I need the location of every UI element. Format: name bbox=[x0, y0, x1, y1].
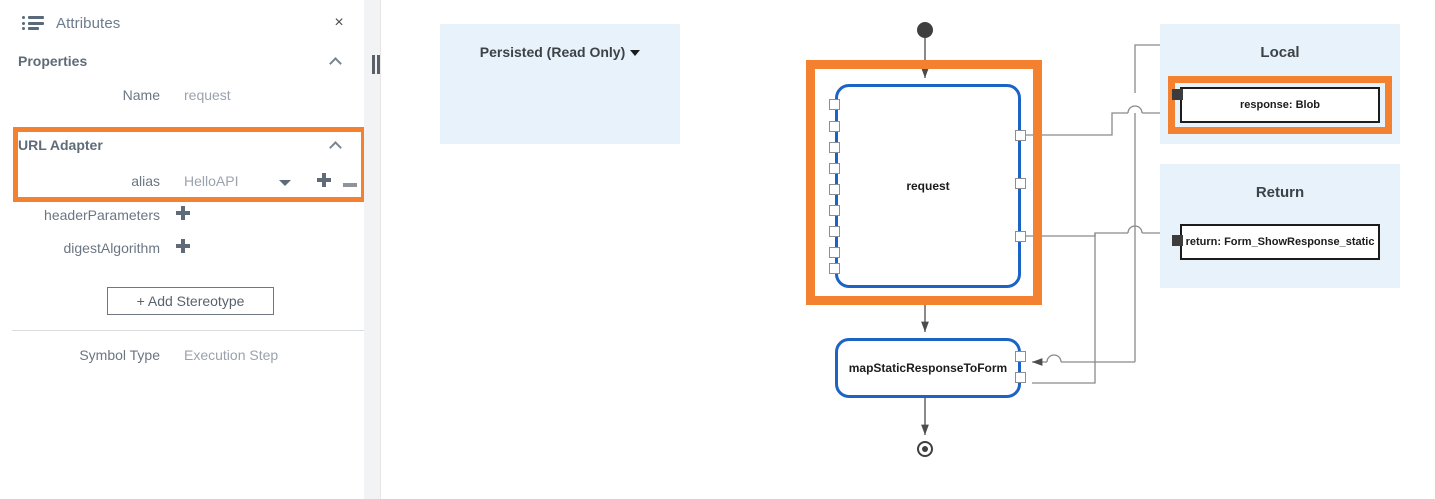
attributes-panel: Attributes × Properties Name request URL… bbox=[0, 0, 381, 499]
persisted-text: Persisted (Read Only) bbox=[479, 44, 626, 60]
port-left-7[interactable] bbox=[829, 226, 840, 237]
caret-down-icon[interactable] bbox=[630, 50, 641, 57]
port-left-5[interactable] bbox=[829, 184, 840, 195]
add-icon[interactable] bbox=[176, 205, 190, 220]
port-right-3[interactable] bbox=[1015, 231, 1026, 242]
persisted-label[interactable]: Persisted (Read Only) bbox=[440, 44, 680, 60]
field-digest-algorithm-label: digestAlgorithm bbox=[63, 240, 161, 256]
variable-response[interactable]: response: Blob bbox=[1180, 87, 1380, 123]
variable-return-label: return: Form_ShowResponse_static bbox=[1185, 236, 1375, 248]
port-left-6[interactable] bbox=[829, 205, 840, 216]
field-alias-value[interactable]: HelloAPI bbox=[184, 173, 239, 189]
field-symbol-type-label: Symbol Type bbox=[79, 347, 160, 363]
port-left-3[interactable] bbox=[829, 142, 840, 153]
field-header-parameters: headerParameters bbox=[0, 201, 364, 229]
chevron-up-icon[interactable] bbox=[330, 57, 342, 65]
add-stereotype-button[interactable]: + Add Stereotype bbox=[107, 287, 274, 315]
field-alias-label: alias bbox=[131, 173, 160, 189]
node-request-label: request bbox=[906, 179, 950, 193]
node-map-label: mapStaticResponseToForm bbox=[848, 361, 1008, 375]
field-header-parameters-label: headerParameters bbox=[44, 207, 160, 223]
start-node[interactable] bbox=[917, 22, 933, 38]
field-name-label: Name bbox=[122, 87, 160, 103]
section-url-adapter-label: URL Adapter bbox=[18, 137, 103, 153]
section-properties-label: Properties bbox=[18, 53, 88, 69]
group-local[interactable]: Local bbox=[1160, 24, 1400, 144]
field-name: Name request bbox=[0, 81, 364, 109]
panel-resize-handle[interactable] bbox=[372, 55, 382, 74]
port-left-9[interactable] bbox=[829, 263, 840, 274]
section-url-adapter[interactable]: URL Adapter bbox=[0, 128, 364, 162]
request-selection-highlight bbox=[806, 60, 1042, 305]
port-left-8[interactable] bbox=[829, 247, 840, 258]
list-icon bbox=[22, 15, 44, 31]
port-map-in-1[interactable] bbox=[1015, 351, 1026, 362]
diagram-canvas[interactable]: Persisted (Read Only) request mapStaticR… bbox=[381, 0, 1435, 499]
panel-title: Attributes bbox=[56, 14, 121, 32]
attributes-panel-header: Attributes × bbox=[0, 0, 364, 46]
group-return-title: Return bbox=[1255, 184, 1305, 201]
section-properties[interactable]: Properties bbox=[0, 44, 364, 78]
end-node[interactable] bbox=[917, 441, 933, 457]
port-left-2[interactable] bbox=[829, 121, 840, 132]
port-right-1[interactable] bbox=[1015, 130, 1026, 141]
field-digest-algorithm: digestAlgorithm bbox=[0, 234, 364, 262]
chevron-up-icon[interactable] bbox=[330, 141, 342, 149]
panel-resize-strip[interactable] bbox=[364, 0, 380, 499]
node-request[interactable]: request bbox=[835, 84, 1021, 288]
port-right-2[interactable] bbox=[1015, 178, 1026, 189]
port-left-1[interactable] bbox=[829, 99, 840, 110]
add-icon[interactable] bbox=[317, 173, 331, 187]
field-symbol-type: Symbol Type Execution Step bbox=[0, 341, 364, 369]
variable-response-label: response: Blob bbox=[1239, 99, 1321, 111]
remove-icon[interactable] bbox=[343, 183, 358, 187]
persisted-group[interactable]: Persisted (Read Only) bbox=[440, 24, 680, 144]
node-map-static-response-to-form[interactable]: mapStaticResponseToForm bbox=[835, 338, 1021, 398]
panel-divider bbox=[12, 330, 364, 331]
port-map-in-2[interactable] bbox=[1015, 372, 1026, 383]
variable-response-stub bbox=[1172, 89, 1183, 100]
chevron-down-icon[interactable] bbox=[279, 176, 291, 188]
close-icon[interactable]: × bbox=[334, 14, 344, 31]
field-symbol-type-value: Execution Step bbox=[184, 347, 279, 363]
variable-return[interactable]: return: Form_ShowResponse_static bbox=[1180, 224, 1380, 260]
field-name-value[interactable]: request bbox=[184, 87, 231, 103]
add-icon[interactable] bbox=[176, 238, 190, 253]
port-left-4[interactable] bbox=[829, 163, 840, 174]
field-alias: alias HelloAPI bbox=[0, 167, 364, 195]
group-local-title: Local bbox=[1260, 44, 1300, 61]
variable-return-stub bbox=[1172, 235, 1183, 246]
